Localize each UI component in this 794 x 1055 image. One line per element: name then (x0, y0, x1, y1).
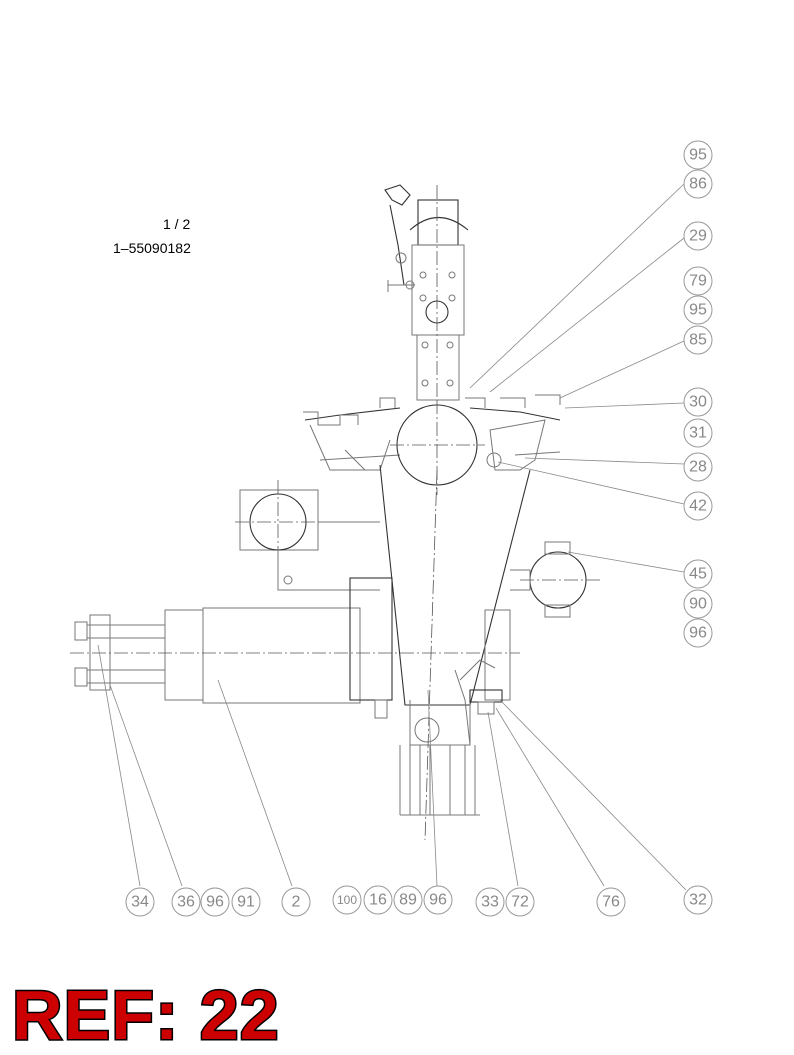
callout-89[interactable]: 89 (393, 885, 423, 915)
callout-36[interactable]: 36 (171, 887, 201, 917)
svg-text:2: 2 (292, 894, 301, 911)
top-mount-bracket (384, 184, 469, 401)
svg-text:31: 31 (689, 425, 707, 442)
callouts-right: 95 86 29 79 95 85 30 31 (683, 140, 713, 648)
svg-text:72: 72 (511, 894, 529, 911)
callout-32[interactable]: 32 (683, 885, 713, 915)
callout-95-top[interactable]: 95 (683, 140, 713, 170)
svg-text:76: 76 (602, 894, 620, 911)
callout-2[interactable]: 2 (281, 887, 311, 917)
callout-29[interactable]: 29 (683, 221, 713, 251)
cross-beam (303, 394, 561, 495)
main-frame (379, 464, 531, 841)
svg-text:86: 86 (689, 176, 707, 193)
svg-text:42: 42 (689, 498, 707, 515)
callout-76[interactable]: 76 (596, 887, 626, 917)
ref-label: REF: 22 (11, 975, 281, 1055)
callouts-bottom: 34 36 96 91 2 100 16 89 (125, 885, 713, 917)
svg-text:32: 32 (689, 892, 707, 909)
svg-text:28: 28 (689, 459, 707, 476)
callout-96-right[interactable]: 96 (683, 618, 713, 648)
callout-96-bottom-left[interactable]: 96 (200, 887, 230, 917)
callout-28[interactable]: 28 (683, 452, 713, 482)
leader-lines (97, 183, 687, 891)
svg-text:79: 79 (689, 273, 707, 290)
svg-text:96: 96 (689, 625, 707, 642)
callout-90[interactable]: 90 (683, 589, 713, 619)
svg-text:89: 89 (399, 892, 417, 909)
callout-95-mid[interactable]: 95 (683, 295, 713, 325)
callout-72[interactable]: 72 (505, 887, 535, 917)
svg-text:29: 29 (689, 228, 707, 245)
callout-16[interactable]: 16 (363, 885, 393, 915)
right-pipe-clamp (510, 541, 600, 618)
svg-text:96: 96 (206, 894, 224, 911)
callout-79[interactable]: 79 (683, 266, 713, 296)
svg-text:96: 96 (429, 892, 447, 909)
callout-33[interactable]: 33 (475, 887, 505, 917)
drawing-number: 1–55090182 (113, 240, 191, 256)
svg-text:91: 91 (237, 894, 255, 911)
svg-text:36: 36 (177, 894, 195, 911)
svg-text:45: 45 (689, 566, 707, 583)
hydraulic-cylinder (70, 577, 520, 719)
callout-31[interactable]: 31 (683, 418, 713, 448)
sheet-page-indicator: 1 / 2 (163, 216, 191, 232)
callout-45[interactable]: 45 (683, 559, 713, 589)
callout-30[interactable]: 30 (683, 387, 713, 417)
svg-text:95: 95 (689, 302, 707, 319)
svg-text:16: 16 (369, 892, 387, 909)
callout-42[interactable]: 42 (683, 491, 713, 521)
svg-text:34: 34 (131, 894, 149, 911)
left-pipe-clamp (235, 480, 380, 591)
svg-text:33: 33 (481, 894, 499, 911)
callout-100[interactable]: 100 (332, 885, 362, 915)
callout-86[interactable]: 86 (683, 169, 713, 199)
svg-text:85: 85 (689, 332, 707, 349)
svg-text:30: 30 (689, 394, 707, 411)
svg-text:90: 90 (689, 596, 707, 613)
callout-34[interactable]: 34 (125, 887, 155, 917)
callout-85[interactable]: 85 (683, 325, 713, 355)
callout-96-bottom-center[interactable]: 96 (423, 885, 453, 915)
svg-text:95: 95 (689, 147, 707, 164)
svg-text:100: 100 (337, 893, 357, 907)
callout-91[interactable]: 91 (231, 887, 261, 917)
